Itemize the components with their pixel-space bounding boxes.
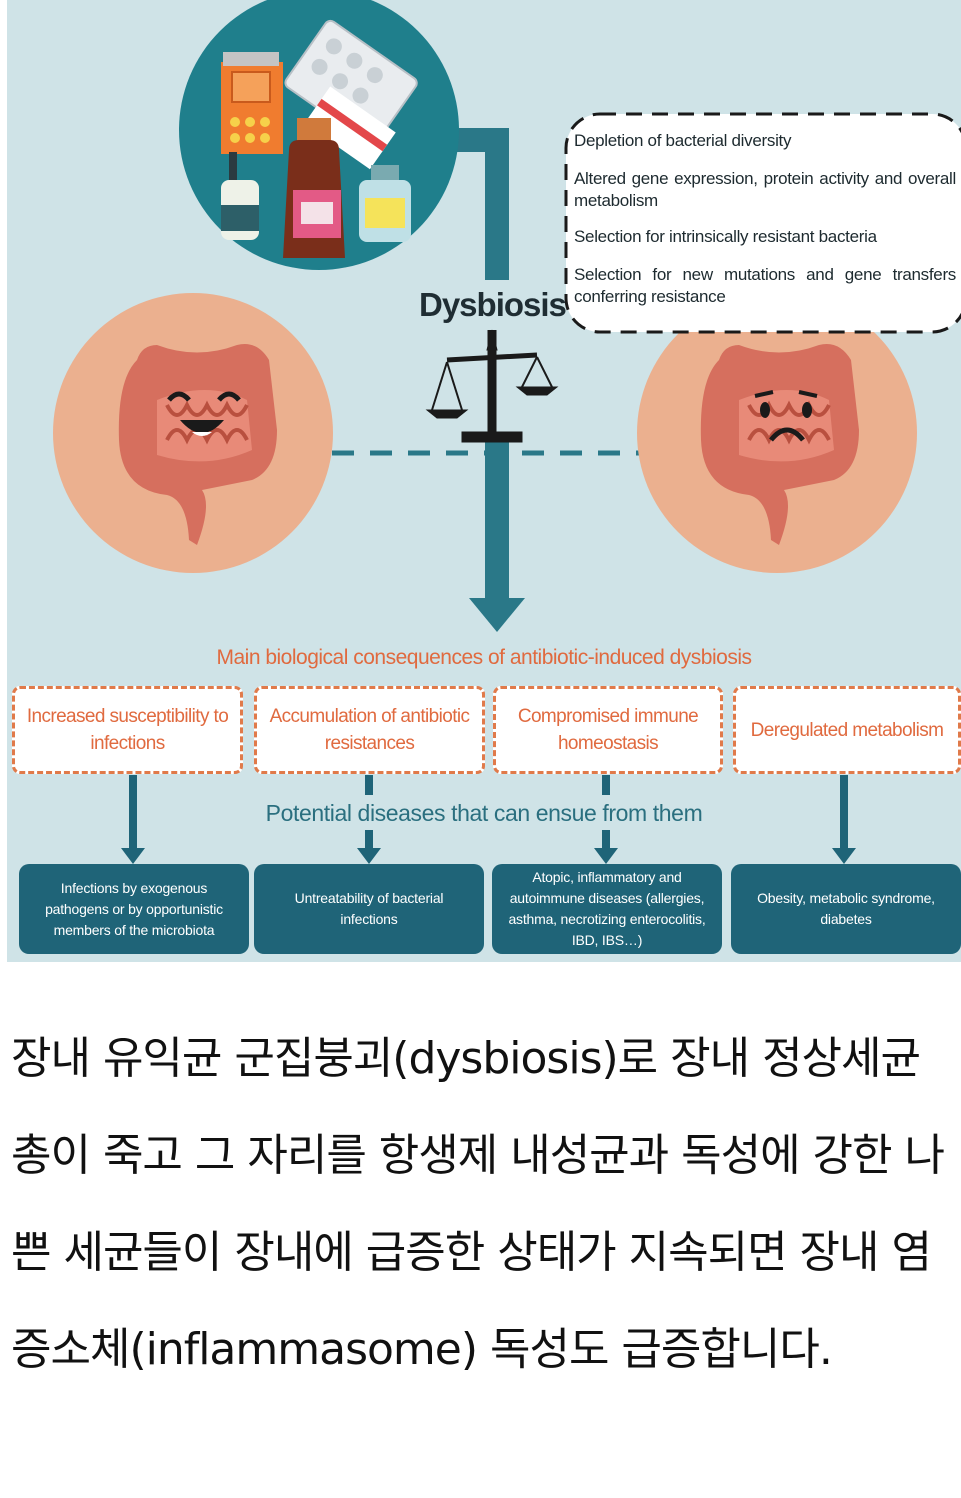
effect-item: Selection for new mutations and gene tra… xyxy=(574,265,956,306)
consequences-title: Main biological consequences of antibiot… xyxy=(216,646,752,669)
caption-text: 장내 유익균 군집붕괴(dysbiosis)로 장내 정상세균총이 죽고 그 자… xyxy=(11,1033,945,1375)
effects-box-border xyxy=(564,112,961,334)
dysbiosis-label: Dysbiosis xyxy=(419,286,567,323)
diseases-title: Potential diseases that can ensue from t… xyxy=(265,800,703,826)
main-arrow-head xyxy=(469,598,525,632)
disease-box: Obesity, metabolic syndrome, diabetes xyxy=(731,864,961,954)
consequence-box: Accumulation of antibiotic resistances xyxy=(254,686,485,774)
balance-scale-icon xyxy=(425,329,559,443)
happy-intestine-icon xyxy=(53,293,333,573)
medicine-circle-icon xyxy=(179,0,459,270)
consequence-box: Compromised immune homeostasis xyxy=(493,686,723,774)
disease-connectors xyxy=(121,775,856,864)
dysbiosis-diagram: Dysbiosis Depletion of bacterial diversi… xyxy=(7,0,961,962)
effect-item: Selection for intrinsically resistant ba… xyxy=(574,227,877,246)
consequence-box: Deregulated metabolism xyxy=(733,686,961,774)
main-arrow-shaft xyxy=(485,440,509,600)
effect-item: Depletion of bacterial diversity xyxy=(574,131,792,150)
effect-item: Altered gene expression, protein activit… xyxy=(574,169,956,210)
effects-list: Depletion of bacterial diversity Altered… xyxy=(566,114,961,332)
sad-intestine-icon xyxy=(637,293,917,573)
diagram-graphics xyxy=(53,0,961,864)
consequence-box: Increased susceptibility to infections xyxy=(12,686,243,774)
disease-box: Atopic, inflammatory and autoimmune dise… xyxy=(492,864,722,954)
disease-box: Infections by exogenous pathogens or by … xyxy=(19,864,249,954)
disease-box: Untreatability of bacterial infections xyxy=(254,864,484,954)
